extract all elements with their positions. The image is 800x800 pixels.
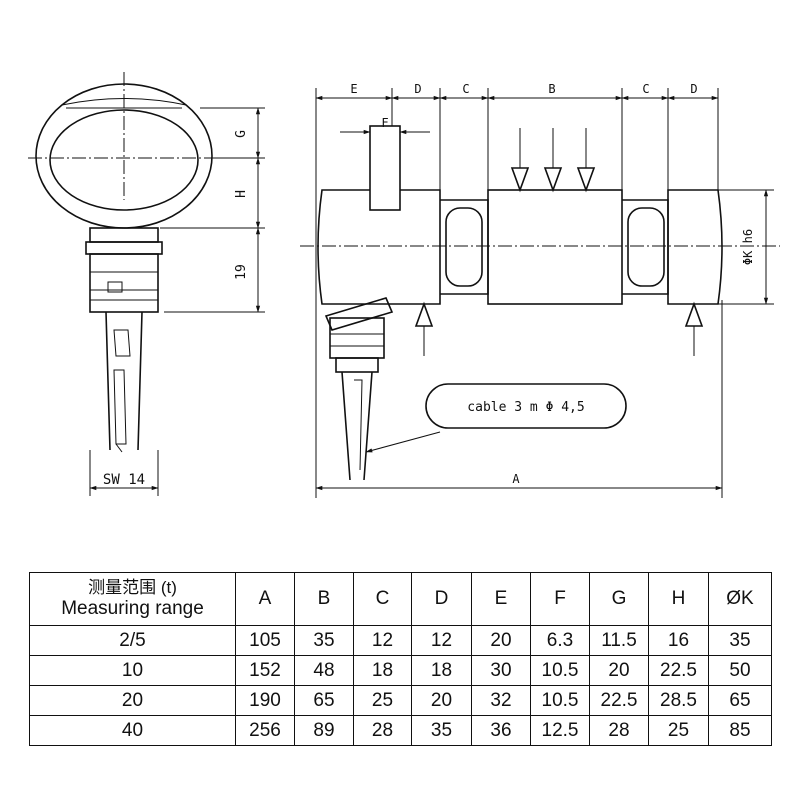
- header-col: A: [235, 572, 295, 626]
- value-cell: 105: [235, 625, 295, 656]
- value-cell: 22.5: [648, 655, 709, 686]
- value-cell: 20: [589, 655, 649, 686]
- header-col: ØK: [708, 572, 772, 626]
- value-cell: 50: [708, 655, 772, 686]
- value-cell: 12.5: [530, 715, 590, 746]
- dim-label-d-left: D: [414, 82, 421, 96]
- value-cell: 22.5: [589, 685, 649, 716]
- value-cell: 18: [353, 655, 412, 686]
- value-cell: 48: [294, 655, 354, 686]
- dim-label-e: E: [350, 82, 357, 96]
- value-cell: 35: [294, 625, 354, 656]
- value-cell: 190: [235, 685, 295, 716]
- value-cell: 20: [411, 685, 472, 716]
- value-cell: 28.5: [648, 685, 709, 716]
- value-cell: 28: [589, 715, 649, 746]
- value-cell: 65: [294, 685, 354, 716]
- value-cell: 6.3: [530, 625, 590, 656]
- header-col: D: [411, 572, 472, 626]
- dim-label-19: 19: [234, 264, 249, 280]
- table-header-row: 测量范围 (t) Measuring range A B C D E F G H…: [29, 572, 772, 626]
- dim-label-d-right: D: [690, 82, 697, 96]
- dim-label-a: A: [512, 472, 520, 486]
- header-cn: 测量范围 (t): [88, 578, 177, 597]
- dim-label-sw: SW 14: [103, 472, 145, 488]
- front-view: [300, 88, 780, 498]
- value-cell: 12: [411, 625, 472, 656]
- value-cell: 25: [648, 715, 709, 746]
- value-cell: 65: [708, 685, 772, 716]
- header-col: H: [648, 572, 709, 626]
- range-cell: 10: [29, 655, 236, 686]
- value-cell: 28: [353, 715, 412, 746]
- value-cell: 256: [235, 715, 295, 746]
- value-cell: 16: [648, 625, 709, 656]
- range-cell: 2/5: [29, 625, 236, 656]
- value-cell: 152: [235, 655, 295, 686]
- dim-label-g: G: [234, 130, 249, 138]
- header-col: B: [294, 572, 354, 626]
- value-cell: 30: [471, 655, 531, 686]
- technical-drawing: G H 19 SW 14: [28, 72, 780, 498]
- header-en: Measuring range: [61, 598, 204, 619]
- table-row: 20 190 65 25 20 32 10.5 22.5 28.5 65: [29, 685, 772, 716]
- value-cell: 11.5: [589, 625, 649, 656]
- value-cell: 35: [708, 625, 772, 656]
- dim-label-phik: ΦK h6: [741, 229, 755, 265]
- header-col: G: [589, 572, 649, 626]
- header-measuring-range: 测量范围 (t) Measuring range: [29, 572, 236, 626]
- value-cell: 10.5: [530, 655, 590, 686]
- dim-label-c-right: C: [642, 82, 649, 96]
- table-row: 10 152 48 18 18 30 10.5 20 22.5 50: [29, 655, 772, 686]
- load-arrows-top: [510, 128, 596, 193]
- value-cell: 20: [471, 625, 531, 656]
- value-cell: 12: [353, 625, 412, 656]
- table-row: 40 256 89 28 35 36 12.5 28 25 85: [29, 715, 772, 746]
- header-col: F: [530, 572, 590, 626]
- range-cell: 20: [29, 685, 236, 716]
- dim-label-b: B: [548, 82, 555, 96]
- value-cell: 35: [411, 715, 472, 746]
- value-cell: 25: [353, 685, 412, 716]
- value-cell: 10.5: [530, 685, 590, 716]
- table-row: 2/5 105 35 12 12 20 6.3 11.5 16 35: [29, 625, 772, 656]
- value-cell: 32: [471, 685, 531, 716]
- dim-label-h: H: [234, 190, 249, 198]
- value-cell: 85: [708, 715, 772, 746]
- side-view: [28, 72, 265, 496]
- value-cell: 18: [411, 655, 472, 686]
- header-col: E: [471, 572, 531, 626]
- support-arrows: [414, 301, 704, 356]
- value-cell: 36: [471, 715, 531, 746]
- value-cell: 89: [294, 715, 354, 746]
- header-col: C: [353, 572, 412, 626]
- cable-note: cable 3 m Φ 4,5: [467, 400, 584, 415]
- specification-table: 测量范围 (t) Measuring range A B C D E F G H…: [29, 572, 772, 746]
- range-cell: 40: [29, 715, 236, 746]
- dim-label-f: F: [381, 116, 388, 130]
- dim-label-c-left: C: [462, 82, 469, 96]
